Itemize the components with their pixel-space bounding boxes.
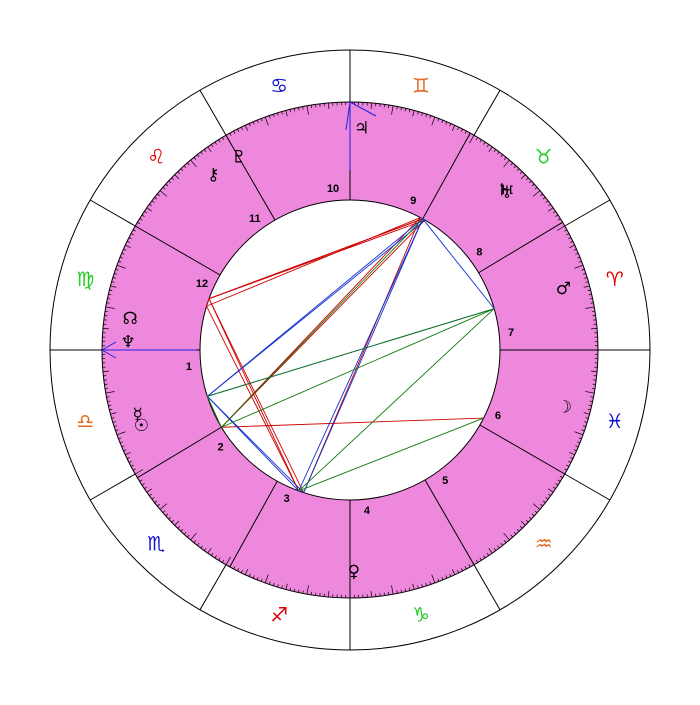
house-number: 7 — [508, 327, 514, 339]
zodiac-sign-libra-icon: ♎ — [76, 409, 94, 433]
zodiac-sign-virgo-icon: ♍ — [76, 267, 94, 291]
planet-neptune-icon: ♆ — [121, 332, 136, 352]
house-number: 4 — [364, 505, 371, 517]
house-number: 12 — [196, 278, 208, 290]
zodiac-sign-aquarius-icon: ♒ — [535, 532, 553, 556]
zodiac-sign-taurus-icon: ♉ — [535, 144, 553, 168]
aspect-circle-fill — [200, 200, 500, 500]
planet-jupiter-icon: ♃ — [354, 118, 369, 138]
house-number: 9 — [410, 195, 416, 207]
zodiac-sign-cancer-icon: ♋ — [270, 73, 288, 97]
house-number: 2 — [218, 441, 224, 453]
planet-moon-icon: ☽ — [557, 397, 572, 417]
zodiac-sign-gemini-icon: ♊ — [412, 73, 430, 97]
zodiac-sign-leo-icon: ♌ — [147, 144, 165, 168]
planet-chiron-icon: ⚷ — [207, 165, 219, 185]
house-number: 1 — [186, 361, 192, 373]
house-number: 5 — [442, 475, 448, 487]
aspect-circle — [200, 200, 500, 500]
zodiac-sign-capricorn-icon: ♑ — [412, 603, 430, 627]
planet-mars-icon: ♂ — [556, 279, 571, 299]
house-number: 8 — [476, 247, 482, 259]
zodiac-sign-aries-icon: ♈ — [606, 267, 624, 291]
house-number: 3 — [284, 493, 290, 505]
planet-venus-icon: ♀ — [348, 562, 360, 582]
house-number: 6 — [495, 410, 501, 422]
house-number: 11 — [249, 213, 261, 225]
zodiac-sign-scorpio-icon: ♏ — [147, 532, 165, 556]
zodiac-sign-sagittarius-icon: ♐ — [270, 603, 288, 627]
planet-node-icon: ☊ — [123, 309, 138, 329]
zodiac-sign-pisces-icon: ♓ — [606, 409, 624, 433]
planet-uranus-icon: ♅ — [499, 183, 514, 203]
planet-pluto-icon: ♇ — [231, 148, 246, 168]
planet-mercury-icon: ☿ — [132, 405, 142, 425]
house-number: 10 — [327, 183, 339, 195]
